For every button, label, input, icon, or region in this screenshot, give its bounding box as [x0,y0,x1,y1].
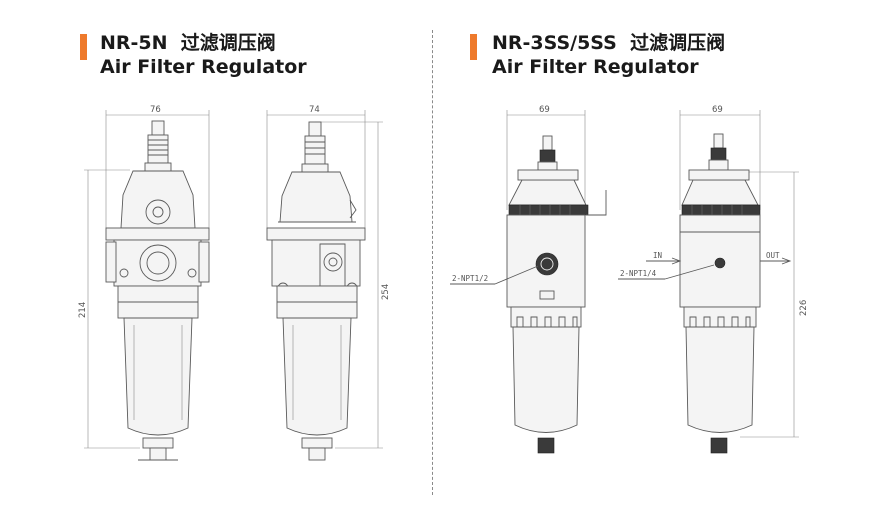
right-front-port-label: 2-NPT1/2 [452,274,488,283]
right-english-name: Air Filter Regulator [492,56,699,78]
left-model: NR-5N [100,32,168,54]
right-side-height-label: 226 [799,300,809,316]
right-title: NR-3SS/5SS 过滤调压阀 Air Filter Regulator [492,31,725,79]
left-english-name: Air Filter Regulator [100,56,307,78]
right-title-accent [470,34,477,60]
right-front-width-label: 69 [539,105,550,115]
left-front-width-label: 76 [150,105,161,115]
left-chinese-name: 过滤调压阀 [180,32,276,54]
right-side-width-label: 69 [712,105,723,115]
panel-divider [432,30,433,495]
right-chinese-name: 过滤调压阀 [630,32,726,54]
left-side-view: 74 254 [266,105,391,461]
left-title-accent [80,34,87,60]
right-front-view: 69 2-NPT1/2 [450,105,607,454]
out-label: OUT [766,251,780,260]
left-title: NR-5N 过滤调压阀 Air Filter Regulator [100,31,307,79]
left-front-view: 76 214 [78,105,210,461]
left-side-width-label: 74 [309,105,320,115]
left-front-height-label: 214 [78,302,88,318]
left-side-height-label: 254 [381,284,391,300]
right-side-view: 69 226 IN OUT 2-NPT1/4 [618,105,809,454]
right-side-port-label: 2-NPT1/4 [620,269,657,278]
in-label: IN [653,251,662,260]
right-model: NR-3SS/5SS [492,32,617,54]
